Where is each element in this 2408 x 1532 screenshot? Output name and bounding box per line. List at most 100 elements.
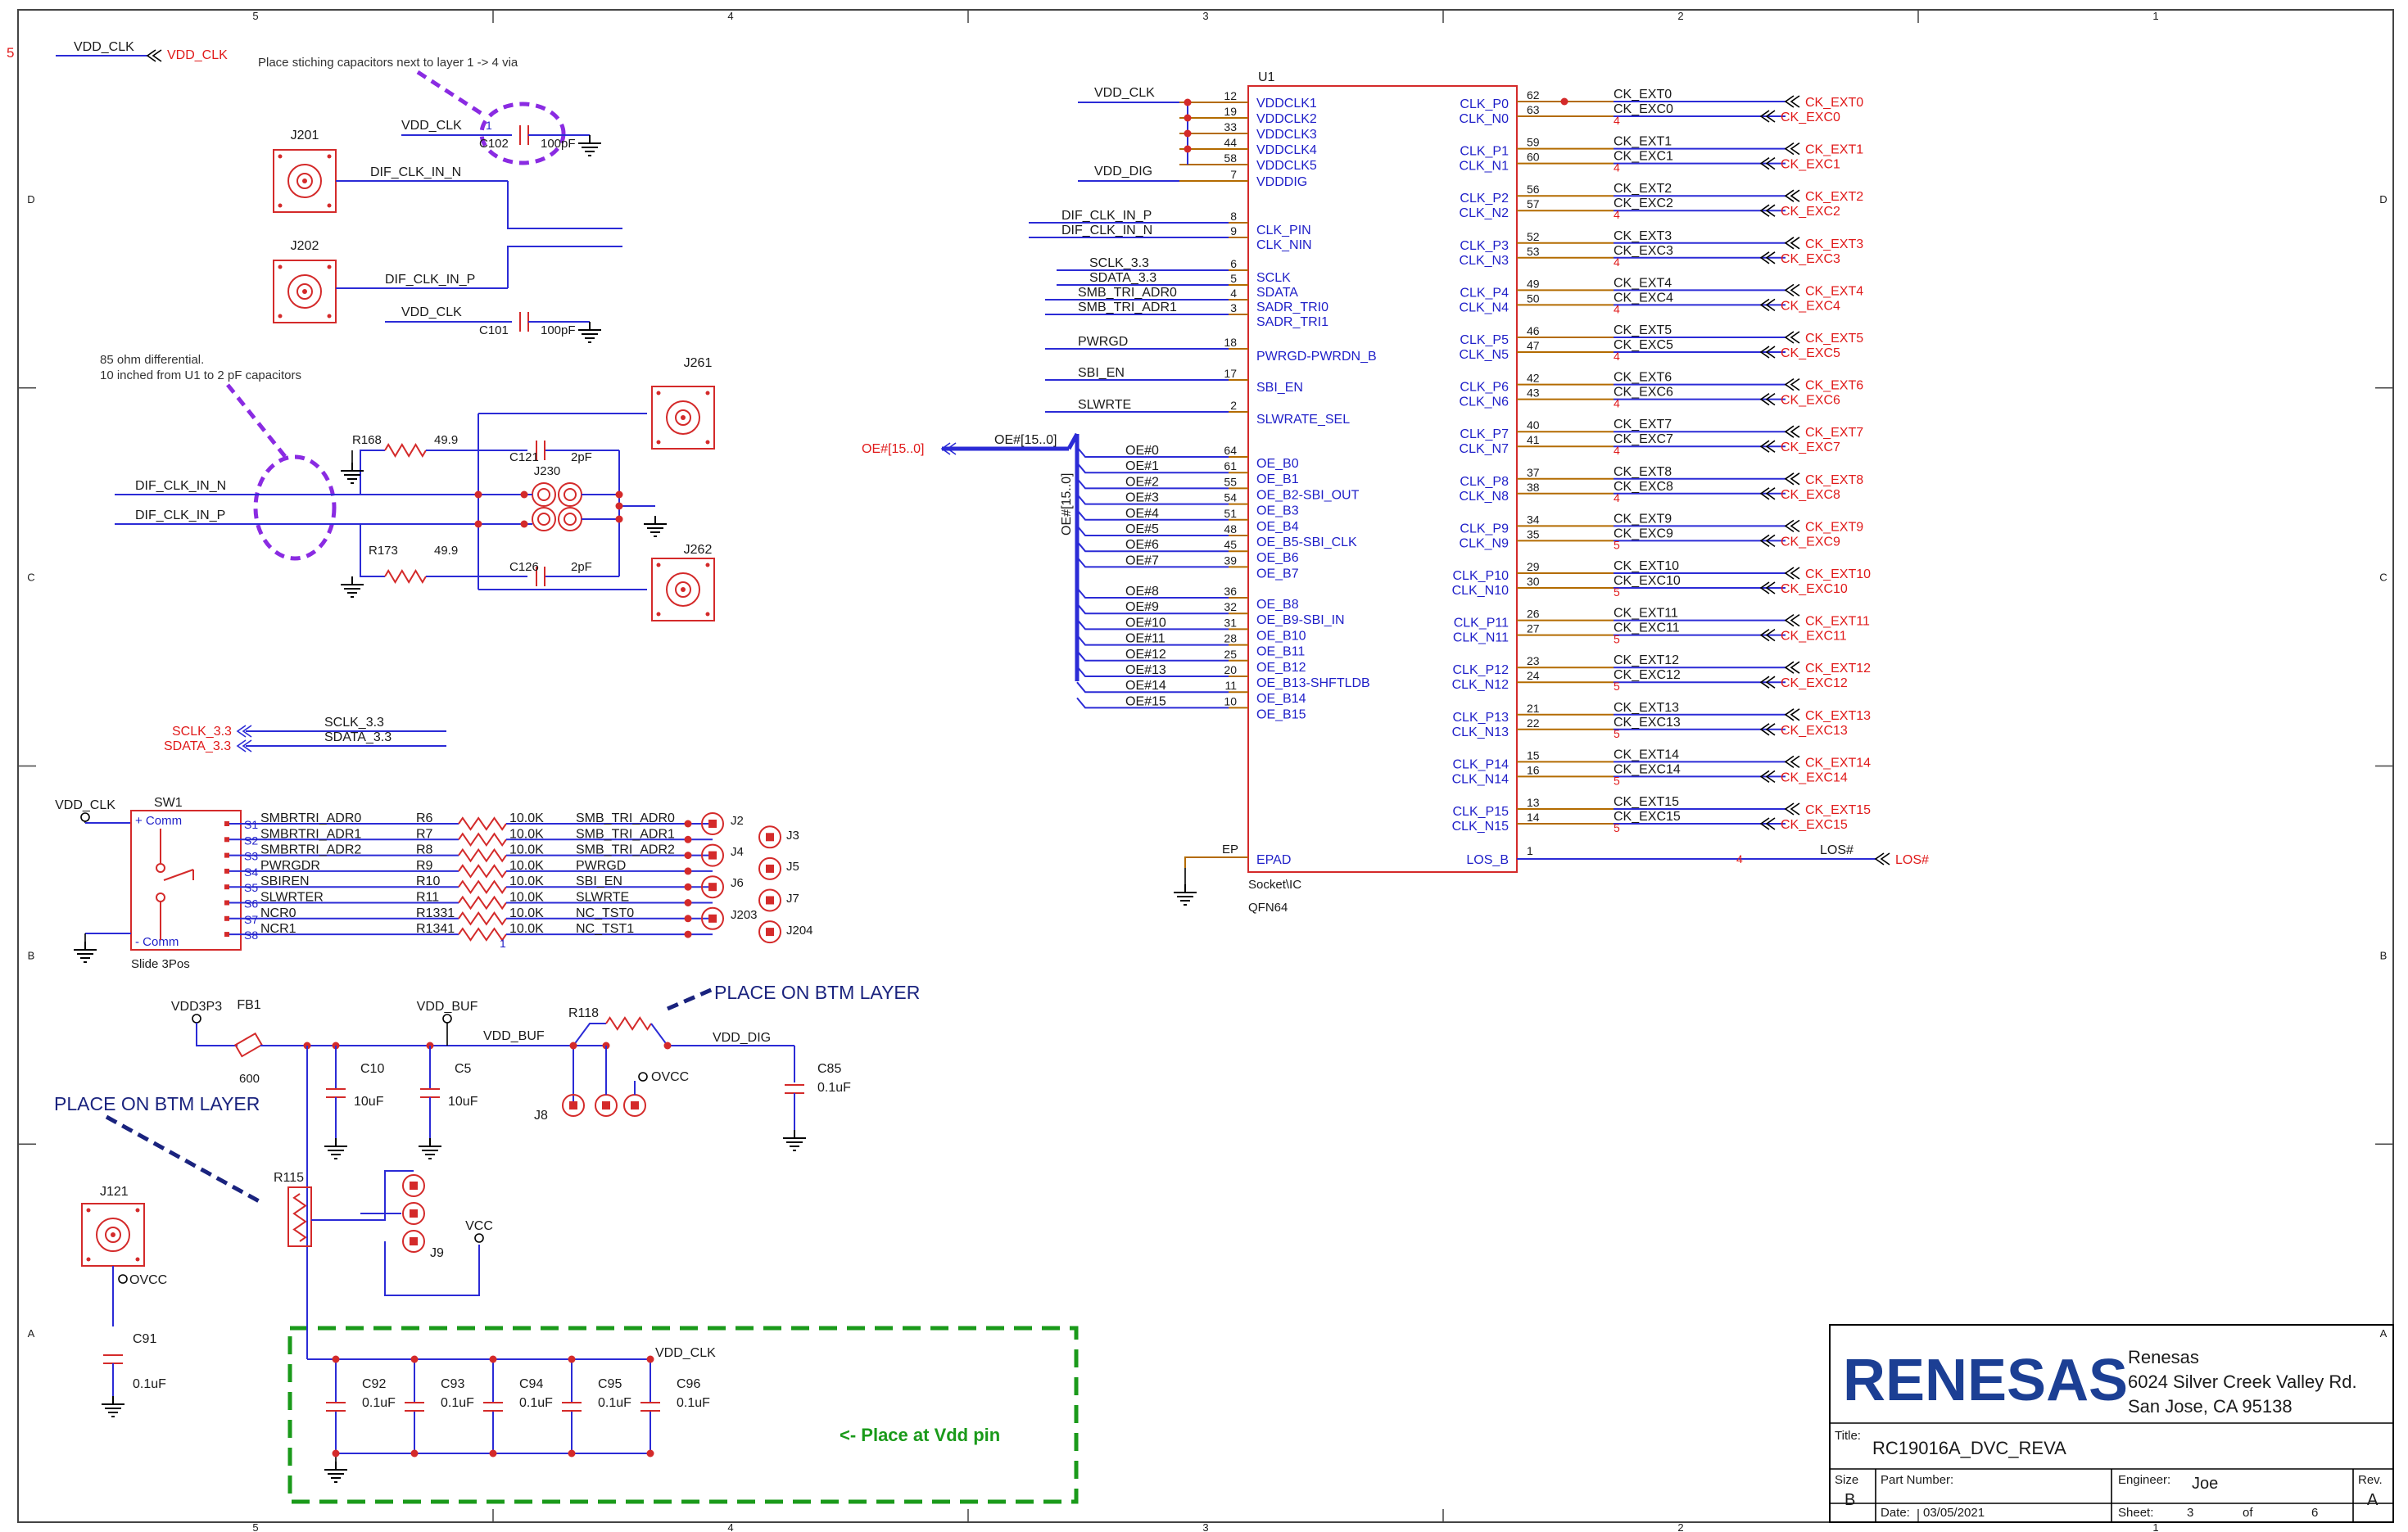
jumper-outline [402,1174,425,1197]
offpage-label: CK_EXT4 [1805,284,1863,298]
offpage-label: CK_EXT1 [1805,143,1863,157]
pin-number: 19 [1224,105,1237,118]
offpage-connector [1874,852,1890,865]
connector-mount [278,203,283,208]
switch-pin [224,884,229,890]
offpage-connector [1759,392,1776,406]
net-label: DIF_CLK_IN_N [1061,224,1152,237]
connector-mount [705,391,710,395]
pin-number: 28 [1224,632,1237,645]
jumper-pad [602,1101,610,1109]
company-address: San Jose, CA 95138 [2128,1396,2293,1417]
bypass-cap [405,1402,424,1412]
refdes: R7 [416,827,433,841]
net-label: OE#10 [1125,616,1166,630]
net-label: OE#8 [1125,585,1159,599]
junction-dot [684,899,692,906]
offpage-connector [940,442,957,455]
chevron [1790,425,1800,438]
pin-number: 1 [1527,844,1533,857]
net-label: CK_EXC2 [1614,197,1673,210]
jumper-outline [758,888,781,912]
junction-dot [520,520,528,528]
chevron [242,739,252,752]
note-leader [416,70,485,117]
refdes: J202 [291,239,319,253]
pin-name: CLK_N8 [1460,490,1510,504]
junction-dot [684,915,692,923]
pin-name: OE_B3 [1256,504,1299,518]
pin-number: 10 [1224,694,1237,707]
wire-oe [1076,446,1229,458]
chevron [1765,298,1776,312]
pin-marker: 4 [1614,491,1620,504]
offpage-label: CK_EXT12 [1805,662,1871,676]
net-label: NCR0 [260,906,296,920]
wire [650,1023,668,1046]
row-marker: C [2379,572,2387,584]
jumper-pin [758,856,781,880]
offpage-label: VDD_CLK [167,48,228,62]
offpage-connector [1759,298,1776,312]
offpage-connector [1784,708,1800,721]
offpage-connector [146,49,162,62]
net-label: SCLK_3.3 [324,716,384,730]
pin-marker: 4 [1614,208,1620,221]
wire-oe [1076,477,1229,490]
chevron [1784,613,1795,627]
switch-pin [224,932,229,938]
chevron [1880,852,1890,865]
junction-dot [684,820,692,828]
chevron [1784,472,1795,486]
connector-ring [675,581,691,598]
sheet-index-marker: 5 [7,45,14,61]
net-label: VDD_BUF [483,1029,545,1043]
connector-mount [327,264,332,269]
j230-ring [558,482,582,507]
connector-body [273,260,337,323]
junction-dot [1184,129,1192,138]
pin-marker: 5 [1614,727,1620,740]
net-label: NCR1 [260,922,296,936]
net-label: DIF_CLK_IN_P [1061,209,1152,223]
offpage-label: CK_EXC13 [1781,724,1848,738]
part-value: 0.1uF [598,1396,631,1410]
strap-resistor [458,864,507,879]
jumper-outline [562,1094,585,1117]
column-marker: 1 [2152,10,2158,22]
part-value: 10.0K [509,843,544,857]
column-marker: 2 [1677,10,1683,22]
junction-dot [615,515,623,523]
net-label: CK_EXT5 [1614,323,1672,337]
offpage-label: CK_EXC2 [1781,205,1840,219]
bulk-cap [420,1088,440,1098]
pin-name: OE_B11 [1256,645,1305,659]
pin-name: CLK_N13 [1452,725,1509,739]
net-label: SMB_TRI_ADR1 [576,827,675,841]
pin-number: 42 [1527,372,1540,385]
net-label: DIF_CLK_IN_N [135,479,226,493]
net-label: CK_EXC5 [1614,338,1673,352]
pin-number: 64 [1224,444,1237,457]
wire-oe [1076,618,1229,630]
offpage-label: CK_EXC12 [1781,676,1848,690]
chevron [1759,298,1770,312]
power-port: VDD_CLK [55,798,115,822]
pin-number: 11 [1224,679,1237,692]
pin-marker: 5 [1614,821,1620,834]
connector-ring [296,173,313,189]
connector-pin [111,1232,115,1237]
pin-label: S7 [244,913,258,926]
wire-oe [1076,697,1229,709]
net-label: OE#15 [1125,694,1166,708]
pin-number: 45 [1224,538,1237,551]
pin-number: 48 [1224,522,1237,536]
offpage-label: CK_EXT10 [1805,567,1871,581]
pin-number: 57 [1527,197,1540,210]
refdes: R9 [416,859,433,873]
jumper-pad [631,1101,639,1109]
chevron [1790,95,1800,108]
column-marker: 3 [1202,1521,1208,1532]
junction-dot [1560,97,1568,106]
pin-number: 22 [1527,716,1540,730]
